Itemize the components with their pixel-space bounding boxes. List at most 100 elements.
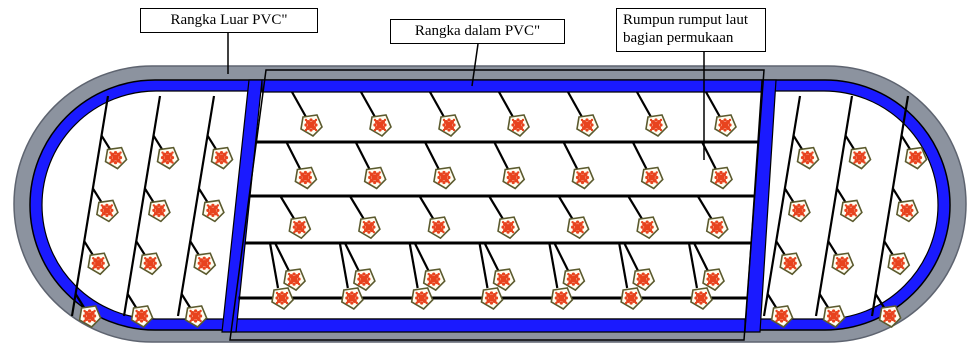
seaweed-blob xyxy=(142,317,147,321)
seaweed-blob xyxy=(585,118,589,122)
seaweed-blob xyxy=(559,291,563,295)
seaweed-pod xyxy=(427,216,451,240)
seaweed-blob xyxy=(649,123,653,127)
seaweed-blob xyxy=(695,293,700,297)
seaweed-blob xyxy=(214,156,219,160)
seaweed-blob xyxy=(645,230,649,234)
seaweed-blob xyxy=(314,123,318,127)
seaweed-blob xyxy=(785,319,788,323)
seaweed-blob xyxy=(576,181,579,184)
seaweed-blob xyxy=(157,203,161,207)
seaweed-pod xyxy=(210,146,234,170)
seaweed-blob xyxy=(295,280,300,285)
hanging-line xyxy=(814,95,854,317)
seaweed-blob xyxy=(309,171,312,174)
seaweed-blob xyxy=(724,181,728,184)
seaweed-pod xyxy=(822,305,846,329)
seaweed-blob xyxy=(649,118,653,122)
seaweed-blob xyxy=(900,214,904,217)
seaweed-blob xyxy=(93,258,98,263)
seaweed-blob xyxy=(576,230,580,234)
seaweed-blob xyxy=(145,258,150,263)
seaweed-pod xyxy=(130,305,154,329)
seaweed-blob xyxy=(718,118,722,122)
hanging-line xyxy=(636,91,652,118)
seaweed-blob xyxy=(275,296,279,300)
seaweed-blob xyxy=(654,118,658,122)
seaweed-blob xyxy=(93,264,98,269)
seaweed-blob xyxy=(642,228,647,233)
seaweed-blob xyxy=(494,296,499,300)
seaweed-blob xyxy=(728,123,732,127)
seaweed-blob xyxy=(436,230,441,234)
seaweed-blob xyxy=(583,178,588,183)
seaweed-blob xyxy=(297,220,301,224)
seaweed-blob xyxy=(645,171,648,174)
seaweed-blob xyxy=(425,296,429,300)
seaweed-blob xyxy=(99,258,104,263)
seaweed-blob xyxy=(711,272,715,276)
seaweed-blob xyxy=(832,319,836,323)
seaweed-blob xyxy=(358,274,363,279)
seaweed-blob xyxy=(568,280,573,285)
seaweed-blob xyxy=(436,220,441,224)
seaweed-blob xyxy=(893,258,898,263)
seaweed-blob xyxy=(910,214,914,217)
seaweed-blob xyxy=(88,319,92,323)
seaweed-blob xyxy=(277,299,282,303)
seaweed-blob xyxy=(145,314,149,318)
seaweed-pod xyxy=(562,268,586,292)
seaweed-blob xyxy=(718,128,722,132)
seaweed-blob xyxy=(119,161,122,164)
seaweed-blob xyxy=(844,208,848,212)
seaweed-blob xyxy=(836,257,839,260)
seaweed-blob xyxy=(373,170,377,175)
seaweed-blob xyxy=(893,314,897,318)
seaweed-blob xyxy=(581,230,584,234)
hanging-line xyxy=(548,242,559,289)
seaweed-blob xyxy=(699,301,703,305)
seaweed-blob xyxy=(309,128,313,132)
seaweed-blob xyxy=(511,170,515,175)
seaweed-pod xyxy=(632,268,656,292)
seaweed-blob xyxy=(845,261,849,265)
seaweed-blob xyxy=(890,317,895,321)
seaweed-blob xyxy=(350,301,354,305)
seaweed-blob xyxy=(196,311,201,315)
seaweed-pod xyxy=(779,252,803,276)
seaweed-blob xyxy=(640,220,644,224)
seaweed-blob xyxy=(802,208,806,212)
seaweed-blob xyxy=(83,319,86,323)
seaweed-blob xyxy=(511,118,515,122)
seaweed-blob xyxy=(102,267,105,270)
hanging-line xyxy=(498,91,514,118)
seaweed-blob xyxy=(211,213,215,217)
seaweed-pod xyxy=(300,114,323,138)
seaweed-blob xyxy=(793,261,797,265)
seaweed-blob xyxy=(153,261,157,265)
seaweed-blob xyxy=(810,156,815,160)
seaweed-blob xyxy=(578,228,583,233)
seaweed-blob xyxy=(857,161,862,165)
seaweed-blob xyxy=(208,267,211,270)
seaweed-blob xyxy=(649,128,653,132)
seaweed-blob xyxy=(514,172,519,177)
seaweed-blob xyxy=(362,225,366,229)
seaweed-blob xyxy=(362,230,366,234)
seaweed-blob xyxy=(153,211,158,216)
seaweed-blob xyxy=(101,205,106,210)
seaweed-blob xyxy=(901,205,906,210)
seaweed-blob xyxy=(567,272,570,276)
seaweed-blob xyxy=(355,301,359,305)
seaweed-pod xyxy=(433,166,456,190)
seaweed-blob xyxy=(714,181,718,184)
seaweed-blob xyxy=(784,257,787,260)
seaweed-blob xyxy=(437,171,441,174)
seaweed-blob xyxy=(791,264,796,269)
seaweed-blob xyxy=(714,171,718,174)
seaweed-blob xyxy=(801,151,804,154)
seaweed-pod xyxy=(202,199,225,223)
seaweed-blob xyxy=(802,204,806,207)
seaweed-blob xyxy=(626,299,631,303)
